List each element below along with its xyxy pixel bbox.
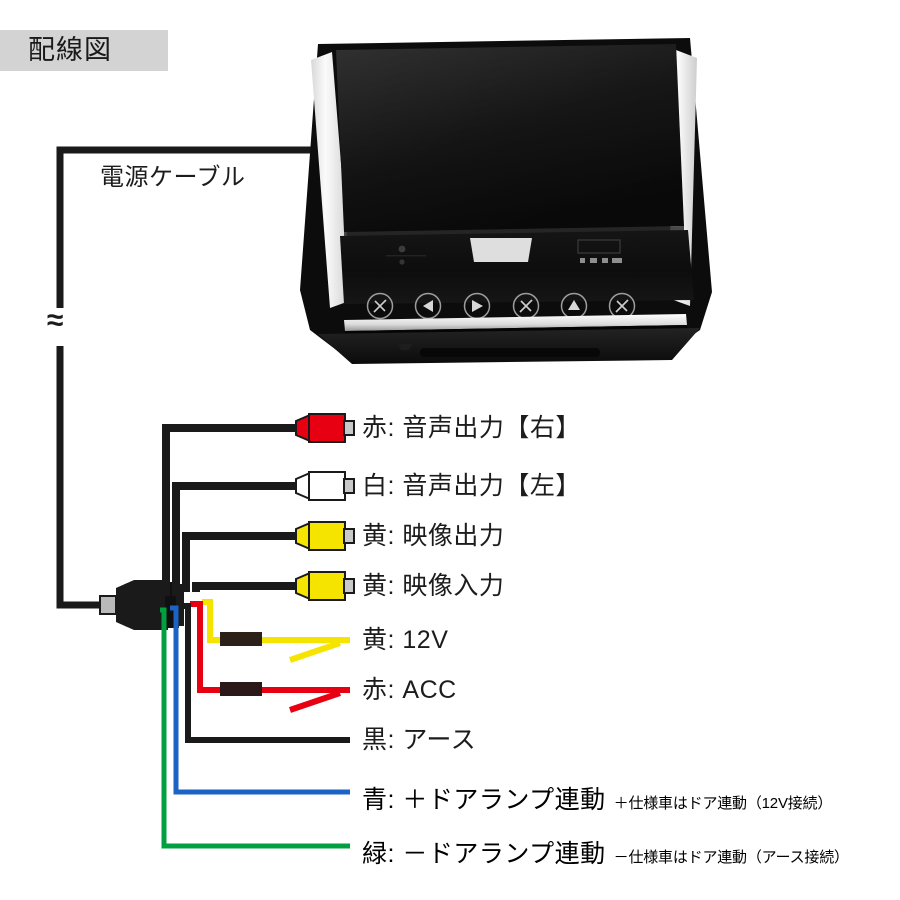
power-cable-label: 電源ケーブル — [100, 164, 246, 191]
harness-connector-plug — [99, 580, 184, 630]
wire-acc-path — [190, 601, 350, 713]
label-door-minus: 緑: －ドアランプ連動 — [362, 840, 606, 868]
label-video-out: 黄: 映像出力 — [362, 522, 505, 550]
label-ground: 黒: アース — [362, 726, 477, 754]
fuse-sleeve-acc — [220, 682, 262, 696]
wire-door-minus-path — [160, 607, 350, 849]
device-front-face — [340, 230, 694, 304]
dome-light — [470, 238, 532, 262]
page-title-box: 配線図 — [0, 30, 168, 71]
note-door-minus: －仕様車はドア連動（アース接続） — [613, 849, 849, 866]
rca-connector-video-in — [295, 571, 355, 601]
rca-wire-bus — [162, 424, 298, 596]
front-chrome-strip — [344, 314, 687, 331]
menu-icon — [615, 299, 629, 313]
device-base — [318, 328, 700, 364]
triangle-right-icon — [472, 300, 483, 312]
wire-door-plus-path — [170, 605, 350, 795]
label-acc: 赤: ACC — [362, 676, 457, 704]
rca-connector-video-out — [295, 521, 355, 551]
wire-ground-path — [180, 603, 350, 743]
label-audio-out-right: 赤: 音声出力【右】 — [362, 414, 581, 442]
wire-12v-path — [202, 599, 350, 663]
touch-button-power[interactable] — [366, 292, 394, 320]
flip-down-monitor-device — [300, 38, 712, 364]
mode-icon — [519, 299, 533, 313]
label-12v: 黄: 12V — [362, 626, 449, 654]
power-cable-path — [56, 146, 316, 609]
touch-button-prev[interactable] — [414, 292, 442, 320]
rca-connector-audio-out-left — [295, 471, 355, 501]
triangle-left-icon — [423, 300, 433, 312]
row-door-minus: 緑: －ドアランプ連動 －仕様車はドア連動（アース接続） — [362, 834, 849, 870]
label-video-in: 黄: 映像入力 — [362, 572, 505, 600]
note-door-plus: ＋仕様車はドア連動（12V接続） — [613, 795, 833, 812]
page-title: 配線図 — [28, 35, 112, 65]
led-indicator-icon — [399, 259, 405, 265]
cable-break-symbol: ≈ — [47, 304, 64, 337]
ir-sensor-icon — [398, 245, 406, 253]
fuse-sleeve-12v — [220, 632, 262, 646]
row-door-plus: 青: ＋ドアランプ連動 ＋仕様車はドア連動（12V接続） — [362, 780, 832, 816]
label-door-plus: 青: ＋ドアランプ連動 — [362, 786, 606, 814]
label-audio-out-left: 白: 音声出力【左】 — [362, 472, 581, 500]
rca-connector-audio-out-right — [295, 413, 355, 443]
cable-break-mask — [48, 308, 72, 346]
device-markings — [577, 239, 622, 263]
triangle-up-icon — [568, 300, 580, 310]
power-icon — [373, 299, 387, 313]
touch-button-mode[interactable] — [512, 292, 540, 320]
